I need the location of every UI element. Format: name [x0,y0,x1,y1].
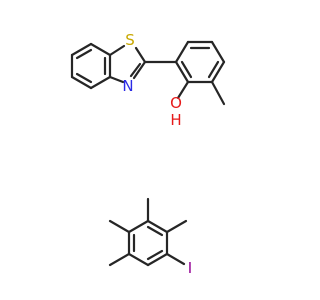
bond [180,60,193,79]
bond [146,252,169,267]
atom-label-hydrogen: H [170,111,181,129]
bond [89,42,112,57]
bond [108,252,131,267]
bond [210,60,226,84]
bond [165,219,188,234]
bond [165,252,186,266]
bond [75,72,93,84]
bond [129,62,142,78]
molecule-2: I [108,197,192,277]
molecule-1: S N O H [70,31,226,129]
bond [132,60,147,80]
atom-label-iodine: I [188,259,192,277]
atom-label-nitrogen: N [122,77,133,95]
bond [108,219,131,234]
bond [146,219,169,234]
bond [176,80,190,100]
bond [146,225,164,237]
bond [108,44,126,57]
structure-canvas: S N O H I [70,31,226,277]
bond [210,40,226,64]
chemical-structure-drawing: S N O H I [70,31,226,277]
bond [210,80,226,106]
atom-label-sulfur: S [125,31,135,49]
bond [75,48,93,60]
atom-label-oxygen: O [170,94,182,112]
bond [89,75,112,90]
bond [207,60,220,79]
bond [70,75,93,90]
bond [174,40,190,64]
bond [127,219,150,234]
bond [108,75,125,84]
bond [70,42,93,57]
bond [134,46,147,64]
bond [127,252,150,267]
bond [174,60,190,84]
bond [146,249,164,261]
